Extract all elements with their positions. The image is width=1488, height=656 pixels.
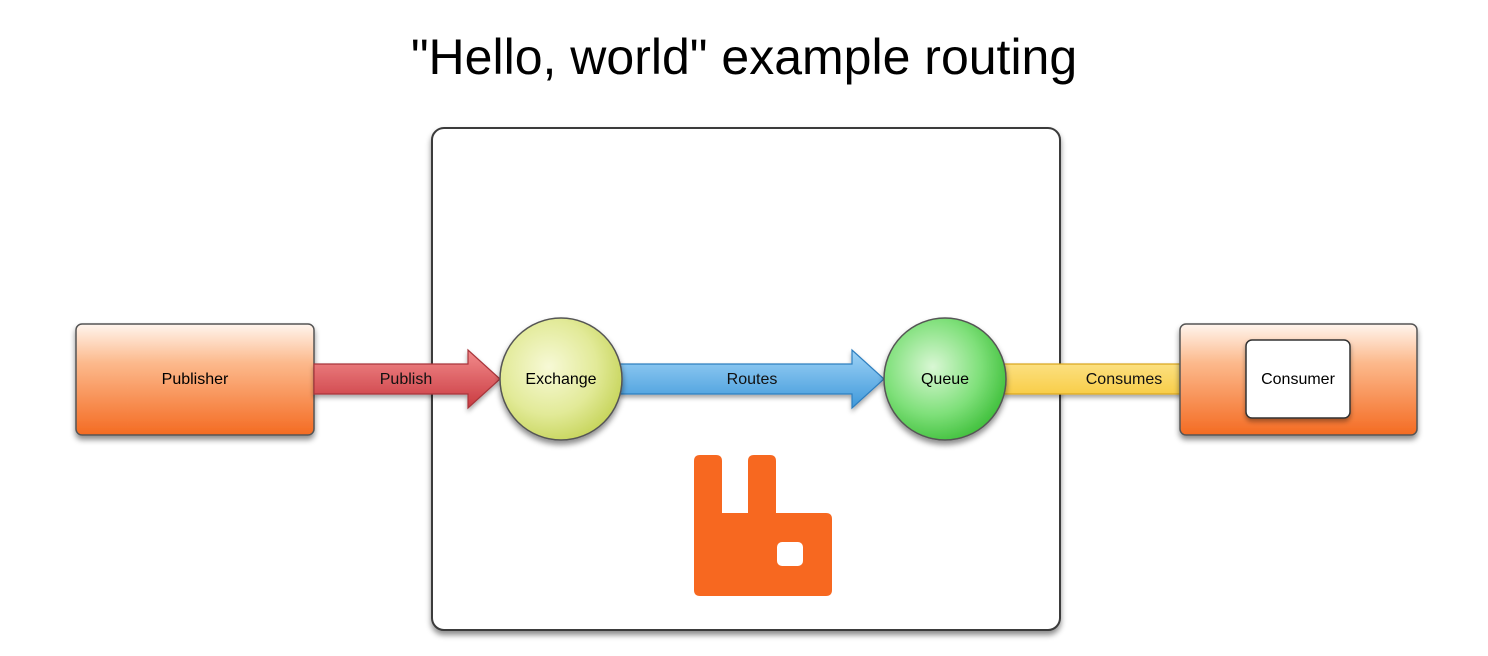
diagram-title: "Hello, world" example routing <box>411 29 1077 85</box>
exchange-node: Exchange <box>499 317 623 441</box>
routes-label: Routes <box>727 371 778 388</box>
publish-arrow: Publish <box>313 348 501 410</box>
rabbitmq-logo-icon <box>694 455 832 596</box>
publish-label: Publish <box>380 371 432 388</box>
routes-arrow: Routes <box>619 348 885 410</box>
consumer-inner-box <box>1245 339 1351 419</box>
consumer-label: Consumer <box>1261 371 1335 388</box>
publisher-label: Publisher <box>162 371 229 388</box>
publisher-node: Publisher <box>75 323 315 436</box>
consumes-label: Consumes <box>1086 371 1162 388</box>
queue-label: Queue <box>921 371 969 388</box>
exchange-label: Exchange <box>525 371 596 388</box>
consumer-node: Consumer <box>1179 323 1418 436</box>
queue-node: Queue <box>883 317 1007 441</box>
